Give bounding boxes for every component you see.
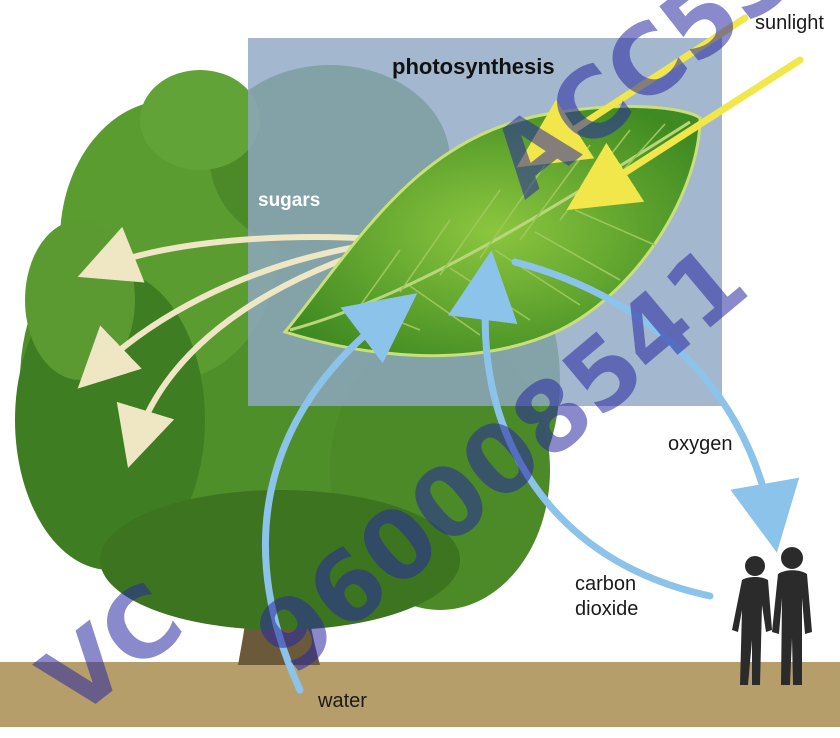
oxygen-label: oxygen xyxy=(668,433,733,455)
carbon-dioxide-label-line2: dioxide xyxy=(575,598,638,620)
ground xyxy=(0,662,840,727)
carbon-dioxide-label-line1: carbon xyxy=(575,573,636,595)
diagram-title: photosynthesis xyxy=(392,56,555,78)
water-label: water xyxy=(318,690,367,712)
sunlight-label: sunlight xyxy=(755,12,824,34)
sugars-label: sugars xyxy=(258,190,320,212)
